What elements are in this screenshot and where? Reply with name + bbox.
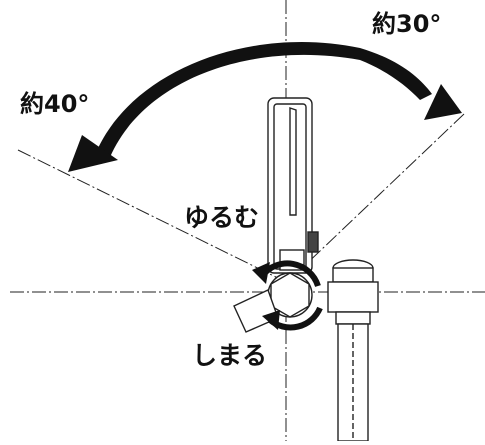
nut-assembly [233,272,313,333]
tighten-label: しまる [192,341,268,370]
spout-clamp [307,231,319,253]
loosen-label: ゆるむ [184,203,260,232]
loosen-arrow-icon [252,262,270,284]
fitting-nut [335,311,371,325]
angle-label-left: 約40° [20,90,90,118]
right-swing-limit-line [299,113,465,271]
tighten-arrow-icon [262,310,280,330]
spout-tip [289,107,297,216]
supply-fitting [327,259,379,442]
spout-outline [267,97,319,274]
fitting-cap [332,267,374,283]
nut-hex [270,272,310,318]
fitting-body [327,281,379,313]
swing-arrow-icon [68,42,462,172]
left-swing-limit-line [17,149,287,283]
angle-label-right: 約30° [372,10,442,38]
